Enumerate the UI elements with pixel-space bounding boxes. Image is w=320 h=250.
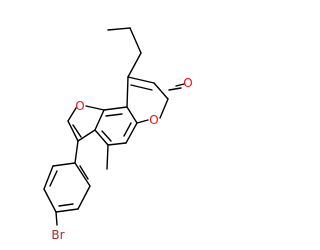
bond	[55, 211, 58, 226]
bond	[52, 162, 76, 167]
bond	[58, 203, 74, 207]
bond	[79, 165, 89, 180]
bond	[74, 162, 91, 187]
bromine-label: Br	[51, 228, 64, 242]
bond	[107, 27, 131, 31]
bond	[72, 124, 82, 138]
bond	[123, 122, 132, 137]
bond	[127, 76, 155, 84]
bond	[168, 87, 182, 91]
bond	[136, 119, 149, 124]
bond	[74, 140, 79, 164]
bond	[129, 27, 142, 54]
bond	[77, 185, 91, 210]
bond	[175, 83, 185, 87]
bond	[153, 82, 169, 100]
bond	[106, 144, 109, 170]
bond	[127, 52, 142, 78]
bond	[103, 106, 128, 111]
bond-group	[43, 27, 185, 226]
bond	[105, 113, 123, 117]
bond	[125, 122, 138, 144]
bond	[107, 142, 127, 146]
bond	[130, 84, 153, 91]
structure-drawing: O O O Br	[43, 27, 193, 242]
carbonyl-oxygen-label: O	[183, 76, 192, 90]
bond	[85, 105, 105, 111]
furan-oxygen-label: O	[75, 99, 84, 113]
bond	[126, 106, 138, 124]
bond	[55, 208, 79, 213]
bond	[101, 130, 112, 142]
bond	[67, 120, 79, 142]
bond	[43, 188, 57, 213]
bond	[94, 129, 109, 146]
ring-oxygen-label: O	[149, 113, 158, 127]
bond	[43, 165, 54, 190]
bond	[94, 109, 105, 131]
bond	[159, 98, 169, 119]
bond	[77, 129, 96, 142]
molecule-diagram: O O O Br	[43, 27, 193, 242]
bond	[67, 107, 77, 122]
bond	[126, 76, 129, 108]
bond	[49, 170, 58, 187]
